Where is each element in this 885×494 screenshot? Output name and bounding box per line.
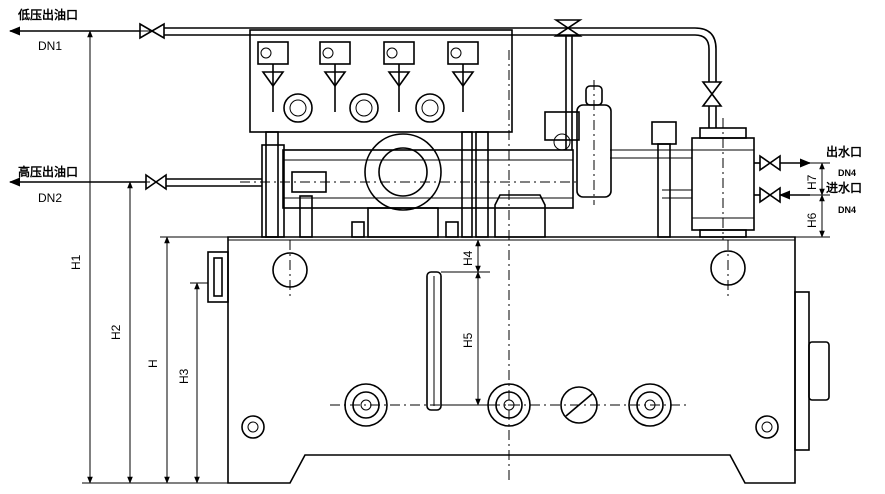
- dim-h7: H7: [805, 174, 819, 190]
- solenoid-valve-4: [447, 41, 479, 112]
- pressure-gauge-1: [283, 93, 313, 123]
- oil-tank: [207, 50, 830, 484]
- dim-h: H: [146, 359, 160, 368]
- oil-filter: [544, 80, 612, 205]
- low-pressure-outlet-size: DN1: [38, 39, 62, 53]
- pressure-gauge-3: [415, 93, 445, 123]
- dim-h1: H1: [69, 254, 83, 270]
- low-pressure-outlet-label: 低压出油口: [17, 7, 78, 22]
- pressure-gauge-2: [349, 93, 379, 123]
- solenoid-valve-2: [319, 41, 351, 112]
- dim-h3: H3: [177, 368, 191, 384]
- water-outlet-size: DN4: [838, 168, 856, 178]
- water-inlet-size: DN4: [838, 205, 856, 215]
- water-lines: [754, 154, 812, 204]
- low-pressure-oil-line: [8, 19, 723, 150]
- dim-h5: H5: [461, 332, 475, 348]
- water-outlet-label: 出水口: [826, 144, 862, 159]
- dim-h4: H4: [461, 250, 475, 266]
- dim-h6: H6: [805, 212, 819, 228]
- solenoid-valve-1: [257, 41, 289, 112]
- high-pressure-outlet-size: DN2: [38, 191, 62, 205]
- dimension-lines: [82, 30, 830, 484]
- pump-motor-assembly: [240, 133, 580, 238]
- valve-panel: [249, 29, 513, 238]
- solenoid-valve-3: [383, 41, 415, 112]
- water-cooler: [610, 118, 755, 240]
- dim-h2: H2: [109, 324, 123, 340]
- water-inlet-label: 进水口: [826, 180, 862, 195]
- high-pressure-outlet-label: 高压出油口: [18, 164, 78, 179]
